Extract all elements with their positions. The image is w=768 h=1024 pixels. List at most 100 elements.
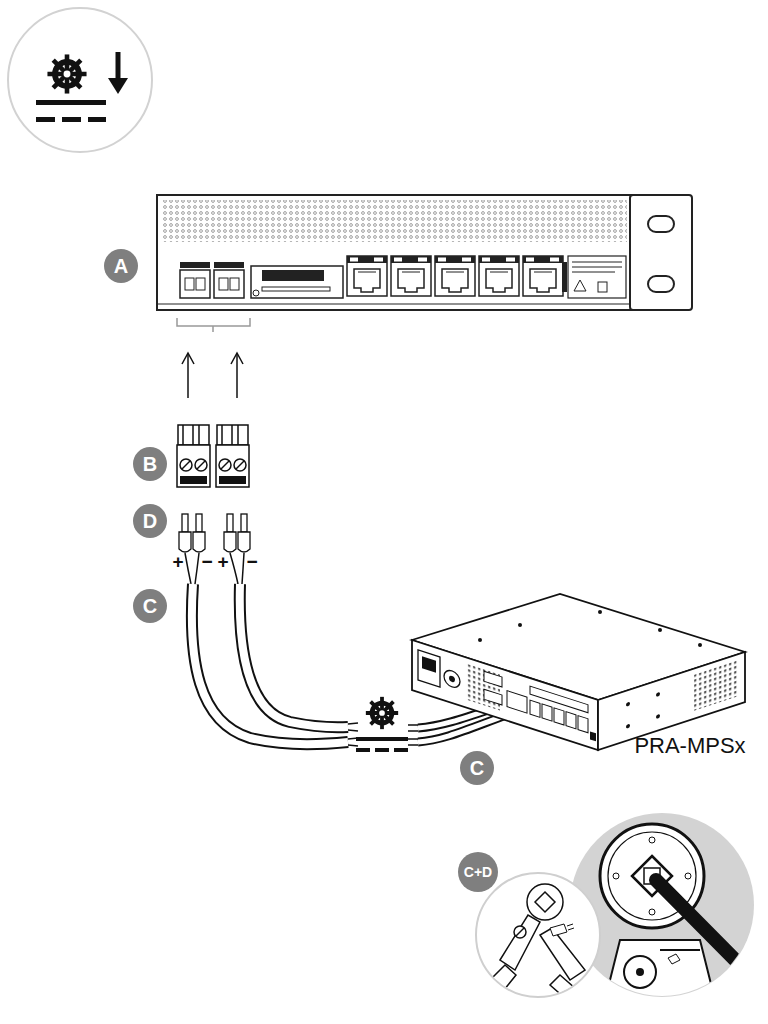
rack-device [435,256,475,296]
install-icon [88,117,106,122]
polarity-mark: − [201,552,212,571]
crimp-detail [550,924,567,936]
ferrule [224,532,236,552]
power-supply [626,660,738,733]
rack-device [630,195,692,310]
cable [408,725,418,745]
terminal-plug [219,459,231,471]
callout-letter: C+D [458,852,498,892]
insert-arrows [231,353,243,364]
rack-device [574,280,586,291]
power-supply [598,610,602,614]
install-icon [108,78,128,94]
crimp-detail [624,956,656,988]
power-supply [518,623,522,627]
ferrule [227,514,233,532]
cable [192,584,348,744]
rack-device [162,200,627,242]
terminal-plug [180,459,192,471]
crimp-detail [660,949,700,951]
ferrule [241,514,247,532]
rack-device [230,278,239,290]
power-supply [626,724,630,729]
crimp-detail [476,873,600,997]
ferrule [193,532,205,552]
terminal-plug [234,459,246,471]
crimp-detail [600,824,760,1000]
callout-letter: A [104,249,138,283]
crimp-detail [540,928,585,980]
terminal-plug [221,461,229,469]
crimp-detail [649,837,655,843]
cable [348,723,358,746]
ferrule [238,532,250,552]
power-supply [418,648,596,741]
polarity-mark: + [217,552,228,571]
rack-device [180,262,210,268]
terminal-plug [217,425,248,445]
crimp-detail [567,924,574,930]
insert-arrows [177,318,250,398]
rack-device [262,287,330,291]
rack-device [598,282,607,292]
power-supply [484,689,502,705]
crimp-detail [516,928,524,936]
insert-arrows [236,354,238,398]
rack-device [572,267,622,268]
install-icon [36,100,106,105]
crimp-detail [470,884,600,1020]
power-supply [656,714,660,719]
crimp-detail [470,965,516,1010]
terminal-plug [183,425,199,445]
crimp-detail [514,926,526,938]
rack-device [347,256,387,296]
rack-device [180,270,210,298]
polarity-mark: + [172,552,183,571]
insert-arrows [182,353,194,364]
terminal-plug [180,476,207,484]
insert-arrows [187,354,189,398]
rack-device [196,278,205,290]
ferrule [179,532,191,552]
rack-device [214,262,244,268]
crimp-detail [535,892,555,912]
rack-device [157,303,635,304]
power-supply [418,650,440,687]
rack-device [572,272,615,273]
crimp-detail [500,915,540,970]
terminal-plug [222,425,238,445]
rack-device [262,270,324,281]
terminal-plug [177,445,210,487]
crimp-detail [636,968,644,976]
power-supply [554,708,564,725]
installer-symbol [394,748,408,752]
power-supply [422,656,436,673]
power-supply [444,668,460,689]
callout-letter: C [460,751,494,785]
callout-letter: D [133,504,167,538]
installer-symbol [356,748,370,752]
installer-symbol [366,697,398,729]
power-supply [530,686,588,713]
crimp-detail [656,880,760,985]
install-icon [36,117,55,122]
crimp-detail [613,873,619,879]
rack-device [185,278,194,290]
rack-device [648,216,674,232]
cable [185,553,199,584]
terminal-plug [177,425,249,487]
rack-device [479,256,519,296]
power-supply [466,663,500,710]
cable [240,584,348,727]
rack-device [391,256,431,296]
power-supply [542,704,552,721]
rack-device [157,195,635,310]
install-icon [8,8,152,152]
rack-device [568,256,626,298]
power-supply [412,594,745,750]
install-icon [47,54,86,93]
crimp-detail [649,909,655,915]
rack-device [219,278,228,290]
power-supply [478,638,482,642]
